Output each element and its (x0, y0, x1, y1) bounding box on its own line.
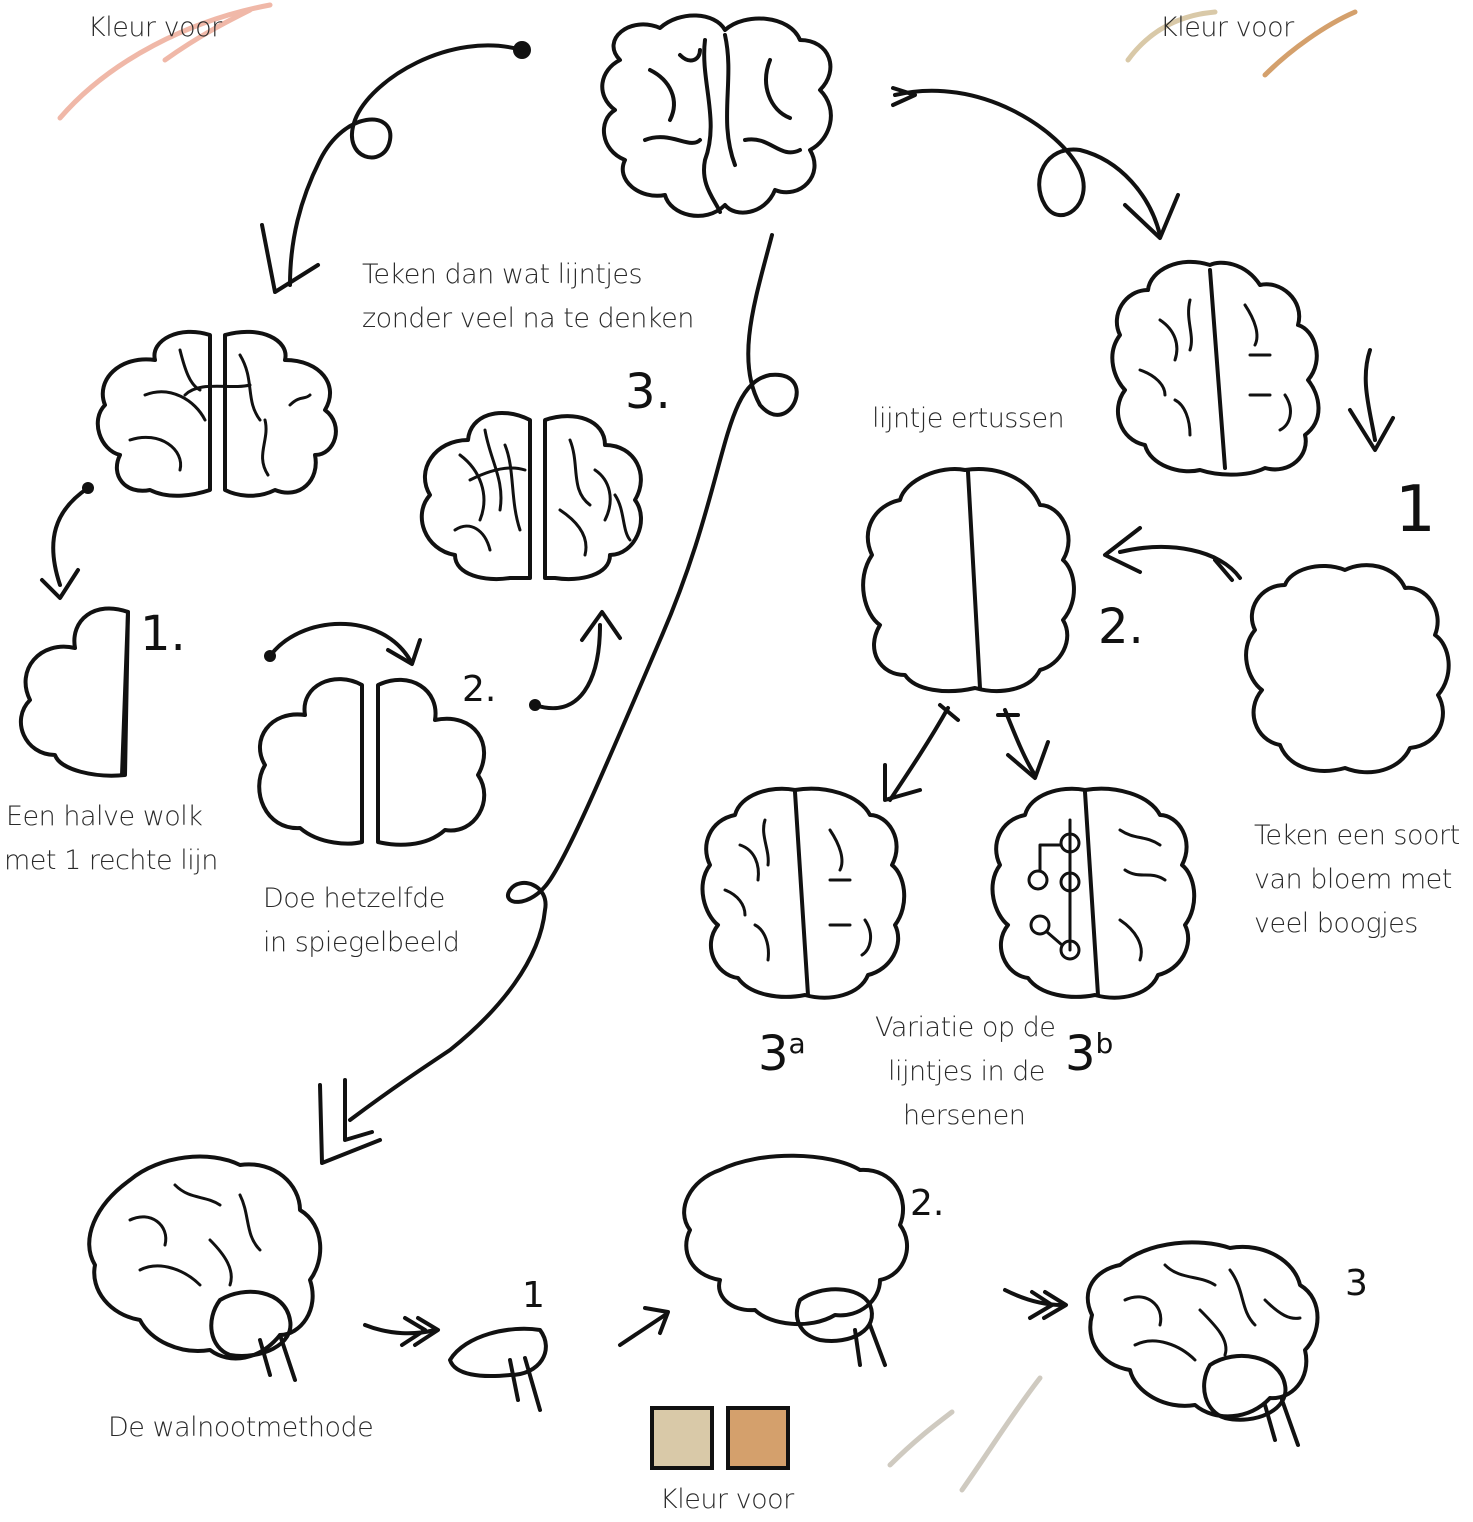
instruction-variation-line3: hersenen (903, 1100, 1026, 1131)
instruction-half-cloud-line2: met 1 rechte lijn (4, 845, 218, 876)
instruction-flower-line3: veel boogjes (1254, 908, 1418, 939)
instruction-variation-line1: Variatie op de (875, 1012, 1056, 1043)
brain-left-step1-half-cloud (18, 606, 130, 778)
step-number-right-3a: 3a (758, 1026, 806, 1082)
brain-right-top (1110, 259, 1321, 477)
brain-bottom-step2 (682, 1153, 910, 1367)
instruction-mirror-line1: Doe hetzelfde (263, 883, 445, 914)
color-swatch-beige (650, 1406, 714, 1470)
instruction-lines-line2: zonder veel na te denken (362, 303, 694, 334)
brain-right-3b (990, 786, 1197, 1000)
color-stroke-grey-1 (887, 1409, 955, 1468)
step-number-right-3b-sup: b (1095, 1027, 1114, 1060)
instruction-lines-line1: Teken dan wat lijntjes (362, 259, 643, 290)
brain-left-step3-detailed (419, 410, 643, 582)
arrow-long-center (348, 233, 799, 1122)
brain-right-3a (700, 786, 907, 1000)
color-label-bottom: Kleur voor (660, 1484, 794, 1515)
color-stroke-pink-2 (162, 7, 253, 63)
step-number-left-1: 1. (140, 606, 186, 662)
instruction-line-between: lijntje ertussen (872, 403, 1065, 434)
step-number-bottom-3: 3 (1345, 1263, 1368, 1304)
step-number-right-1: 1 (1395, 473, 1436, 547)
brain-left-sketch (95, 329, 338, 498)
brain-bottom-step3 (1085, 1240, 1320, 1447)
step-number-bottom-1: 1 (522, 1275, 545, 1316)
color-label-top-right: Kleur voor (1160, 12, 1294, 43)
color-stroke-beige (1125, 9, 1218, 63)
instruction-variation-line2: lijntjes in de (888, 1056, 1045, 1087)
brain-bottom-walnut (87, 1154, 323, 1382)
step-number-right-3b: 3b (1065, 1026, 1114, 1082)
color-label-top-left: Kleur voor (88, 12, 222, 43)
step-number-left-3: 3. (625, 364, 671, 420)
step-number-right-3a-sup: a (788, 1027, 806, 1060)
method-title-walnut: De walnootmethode (108, 1412, 374, 1443)
color-swatch-tan (726, 1406, 790, 1470)
step-number-right-2: 2. (1098, 599, 1144, 655)
instruction-flower-line2: van bloem met (1254, 864, 1452, 895)
color-stroke-pink (57, 2, 273, 121)
brain-top-walnut (600, 13, 833, 218)
color-stroke-tan (1262, 9, 1358, 78)
step-number-bottom-2: 2. (910, 1183, 945, 1224)
brain-right-step2-line (861, 467, 1076, 694)
brain-left-step2-mirror (257, 677, 487, 847)
instruction-half-cloud-line1: Een halve wolk (6, 801, 203, 832)
brain-bottom-step1 (448, 1326, 548, 1412)
step-number-left-2: 2. (462, 669, 497, 710)
color-stroke-grey-2 (959, 1375, 1043, 1493)
arrow-loop-top-right (893, 88, 1162, 237)
instruction-flower-line1: Teken een soort (1254, 820, 1460, 851)
brain-right-step1-flower (1244, 563, 1451, 775)
instruction-mirror-line2: in spiegelbeeld (263, 927, 460, 958)
arrow-loop-top-left (288, 43, 524, 287)
